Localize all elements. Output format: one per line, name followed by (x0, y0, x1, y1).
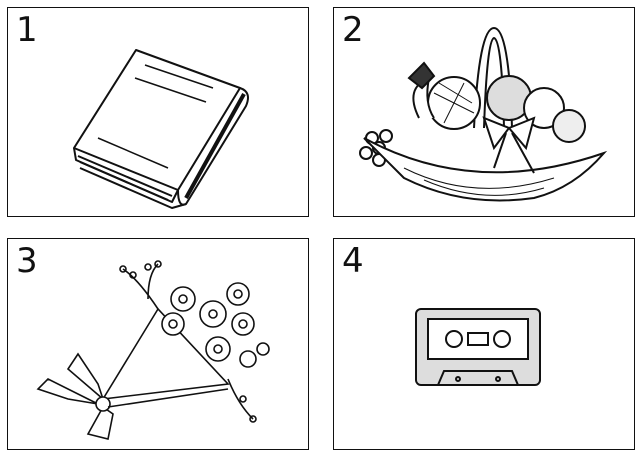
panel-3-flower-bouquet: 3 (7, 238, 309, 450)
panel-1-book: 1 (7, 7, 309, 217)
flower-bouquet-icon (36, 260, 270, 440)
panel-number: 3 (16, 241, 38, 281)
fruit-basket-icon (359, 26, 608, 202)
panel-2-fruit-basket: 2 (333, 7, 635, 217)
cassette-tape-icon (415, 308, 541, 386)
panel-4-cassette-tape: 4 (333, 238, 635, 450)
panel-number: 2 (342, 10, 364, 50)
panel-number: 1 (16, 10, 38, 50)
panel-number: 4 (342, 241, 364, 281)
book-icon (73, 49, 249, 209)
